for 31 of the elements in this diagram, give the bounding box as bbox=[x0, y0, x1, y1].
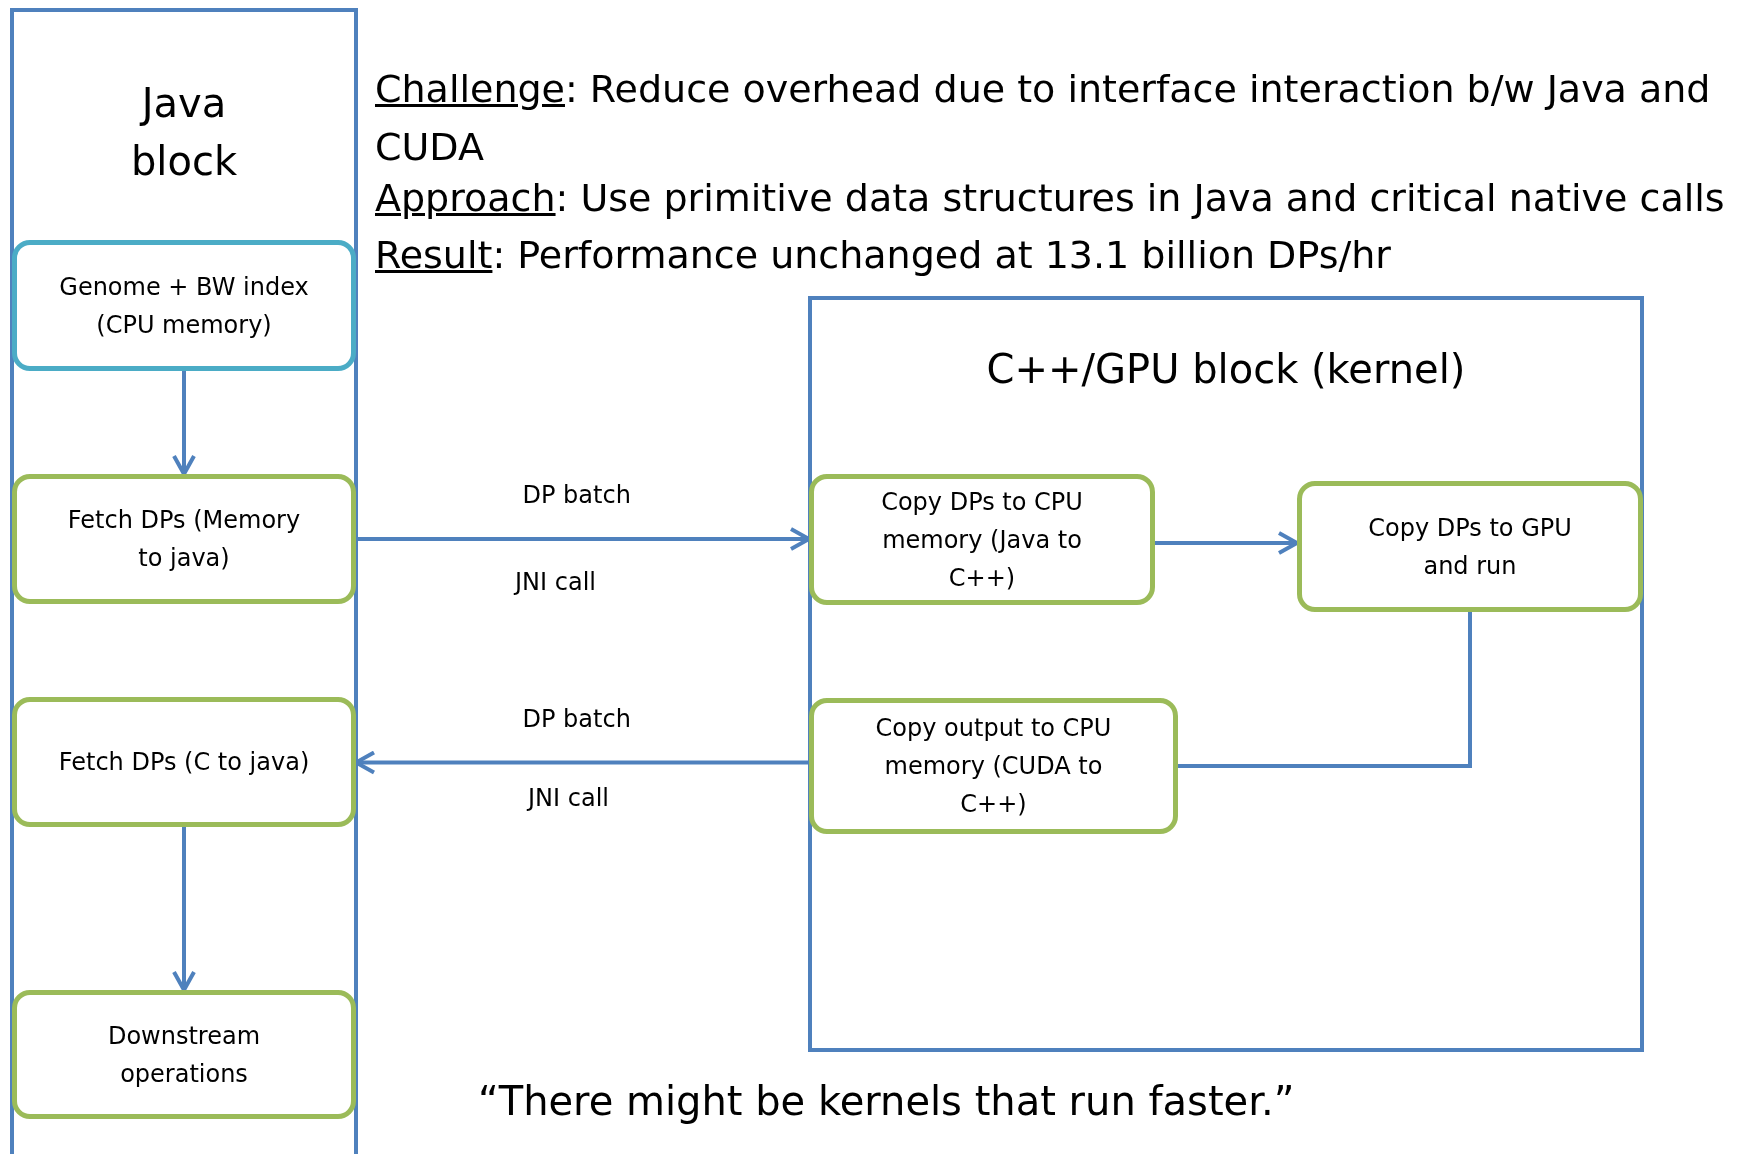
process-box bbox=[809, 474, 1155, 605]
box-text: Genome + BW index (CPU memory) bbox=[58, 271, 310, 341]
box-text: Downstream operations bbox=[106, 1020, 262, 1090]
connector-line bbox=[1178, 612, 1472, 768]
statement-text: Approach: Use primitive data structures in Java and critical native calls bbox=[375, 176, 1725, 220]
process-box bbox=[12, 697, 356, 827]
box-text: Copy DPs to GPU and run bbox=[1367, 512, 1573, 582]
call-type-text: JNI call bbox=[528, 784, 609, 812]
container-block bbox=[10, 8, 358, 1154]
process-box bbox=[12, 240, 356, 371]
statement-text: Challenge: Reduce overhead due to interface interaction b/w Java and CUDA bbox=[375, 66, 1712, 171]
block-title: Java block bbox=[129, 79, 239, 186]
arrow bbox=[356, 527, 811, 551]
process-box bbox=[1297, 481, 1643, 612]
edge-label: DP batch bbox=[522, 481, 631, 509]
quote-text: “There might be kernels that run faster.” bbox=[478, 1078, 1295, 1124]
container-block bbox=[808, 296, 1644, 1052]
edge-label: DP batch bbox=[522, 704, 631, 733]
arrow bbox=[172, 827, 196, 992]
arrow bbox=[1155, 531, 1299, 555]
box-text: Copy output to CPU memory (CUDA to C++) bbox=[874, 713, 1113, 820]
box-text: Fetch DPs (Memory to java) bbox=[66, 505, 302, 574]
box-text: Copy DPs to CPU memory (Java to C++) bbox=[880, 486, 1084, 594]
statement-text: Result: Performance unchanged at 13.1 billion DPs/hr bbox=[375, 233, 1391, 277]
arrow bbox=[172, 371, 196, 476]
process-box bbox=[809, 698, 1178, 834]
process-box bbox=[12, 474, 356, 604]
box-text: Fetch DPs (C to java) bbox=[58, 747, 310, 778]
process-box bbox=[12, 990, 356, 1119]
call-type-text: JNI call bbox=[515, 568, 596, 596]
block-title: C++/GPU block (kernel) bbox=[985, 345, 1467, 394]
